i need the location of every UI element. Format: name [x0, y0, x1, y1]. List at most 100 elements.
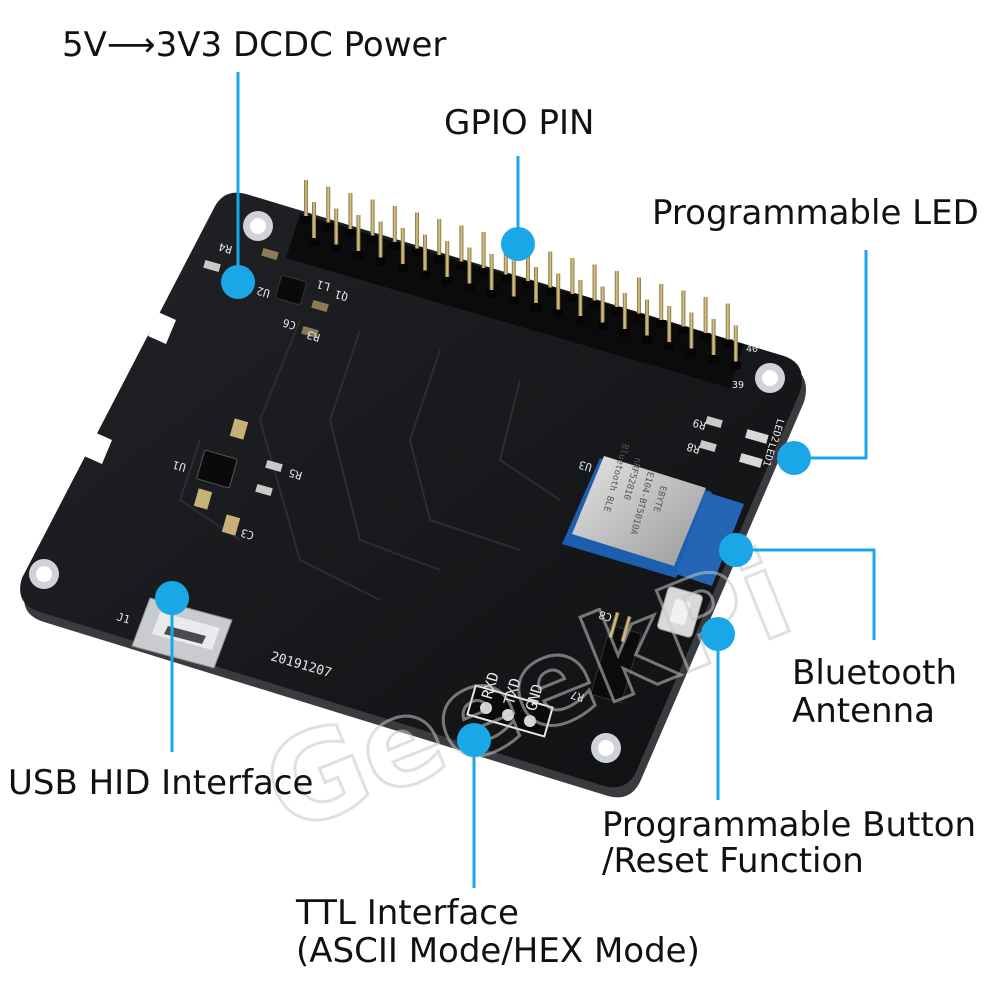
gpio-pin [348, 193, 353, 233]
gpio-callout-dot [501, 227, 535, 261]
l1-silkscreen: L1 [315, 277, 331, 293]
pin-39-silkscreen: 39 [732, 380, 744, 391]
gpio-pin-base [434, 255, 445, 263]
gpio-pin-base [353, 251, 364, 259]
gpio-pin [400, 228, 405, 268]
gpio-pin-base [486, 290, 497, 298]
gpio-pin [622, 293, 627, 333]
gpio-pin-base [708, 355, 719, 363]
led-callout-dot [777, 441, 811, 475]
pin-40-silkscreen: 40 [746, 344, 758, 355]
gpio-pin-base [397, 264, 408, 272]
c8-silkscreen: C8 [597, 608, 613, 624]
label-ttl-line1: TTL Interface [296, 893, 519, 933]
mounting-hole-bottom-left [29, 559, 59, 589]
label-bluetooth-line1: Bluetooth [792, 653, 958, 693]
gpio-pin-base [656, 320, 667, 328]
gpio-pin [334, 208, 339, 249]
label-usb-hid: USB HID Interface [8, 763, 314, 803]
gpio-pin-base [464, 283, 475, 292]
gpio-pin [370, 199, 375, 240]
gpio-pin [356, 215, 361, 255]
label-dcdc-power: 5V⟶3V3 DCDC Power [62, 25, 447, 65]
gpio-header [286, 180, 744, 388]
gpio-pin-base [545, 287, 556, 296]
gpio-pin [481, 232, 486, 272]
label-ttl-line2: (ASCII Mode/HEX Mode) [296, 931, 700, 971]
button-callout-dot [701, 617, 735, 651]
gpio-pin-base [611, 307, 622, 315]
gpio-pin [592, 264, 597, 305]
gpio-pin [578, 280, 583, 320]
gpio-pin-base [730, 361, 741, 370]
gpio-pin [392, 206, 397, 246]
gpio-pin [556, 273, 561, 314]
gpio-pin [637, 277, 641, 318]
callout-dots [155, 227, 811, 757]
ttl-pads [466, 684, 554, 738]
gpio-pin-base [700, 333, 711, 341]
mounting-hole-top-left [243, 211, 273, 241]
gpio-pin [689, 312, 694, 353]
gpio-pin-base [323, 222, 334, 231]
gpio-pin-base [589, 300, 600, 309]
u1-silkscreen: U1 [171, 458, 187, 474]
gpio-pin-base [309, 238, 319, 246]
c6-silkscreen: C6 [281, 316, 297, 332]
power-callout-dot [221, 265, 255, 299]
label-button-line2: /Reset Function [602, 841, 864, 881]
gpio-pin-base [389, 242, 400, 250]
gpio-pin-base [642, 335, 652, 344]
gpio-pin-base [722, 339, 733, 348]
label-bluetooth-line2: Antenna [792, 691, 935, 731]
gpio-pin [459, 225, 464, 266]
callout-lines [170, 72, 876, 888]
gpio-pin-base [634, 313, 644, 322]
gpio-pin [445, 241, 450, 281]
gpio-pin [681, 290, 686, 331]
gpio-pin-base [678, 326, 689, 335]
label-programmable-led: Programmable LED [652, 193, 979, 233]
gpio-pin-base [567, 294, 578, 302]
q1-silkscreen: Q1 [333, 287, 349, 303]
label-button-line1: Programmable Button [602, 805, 977, 845]
mounting-hole-top-right [755, 363, 785, 393]
ttl-callout-dot [457, 723, 491, 757]
bluetooth-callout-dot [719, 533, 753, 567]
gpio-pin [614, 271, 619, 311]
gpio-pin [645, 299, 649, 340]
bluetooth-callout-line [738, 548, 876, 640]
label-gpio-pin: GPIO PIN [444, 103, 595, 143]
gpio-pin-base [442, 277, 453, 285]
led-callout-line [796, 250, 868, 460]
gpio-pin-base [301, 216, 311, 224]
gpio-pin [326, 186, 331, 227]
gpio-pin [526, 245, 530, 285]
gpio-pin [733, 325, 738, 366]
r9-silkscreen: R9 [691, 416, 707, 432]
gpio-pin-base [619, 329, 630, 337]
gpio-pin-base [508, 296, 519, 305]
c3-silkscreen: C3 [239, 526, 255, 542]
gpio-pin-base [456, 261, 467, 270]
gpio-pin-base [345, 229, 356, 237]
u3-silkscreen: U3 [577, 458, 593, 474]
gpio-pin-base [664, 342, 675, 350]
gpio-pin-base [597, 322, 608, 331]
usb-controller-chip [193, 418, 283, 536]
r5-silkscreen: R5 [287, 466, 303, 482]
gpio-pin-base [500, 274, 511, 283]
gpio-pin-base [367, 235, 378, 244]
gpio-pin [437, 219, 442, 259]
gpio-pin [703, 297, 708, 337]
gpio-pin [467, 247, 472, 288]
gpio-pin [725, 303, 730, 344]
micro-usb-connector [131, 597, 233, 669]
gpio-pin [667, 306, 672, 346]
gpio-pin-base [686, 348, 697, 357]
gpio-pin-base [553, 309, 564, 318]
bluetooth-module [562, 456, 744, 586]
gpio-pin-base [478, 268, 489, 276]
u2-silkscreen: U2 [255, 284, 271, 300]
gpio-pin-base [331, 244, 342, 253]
